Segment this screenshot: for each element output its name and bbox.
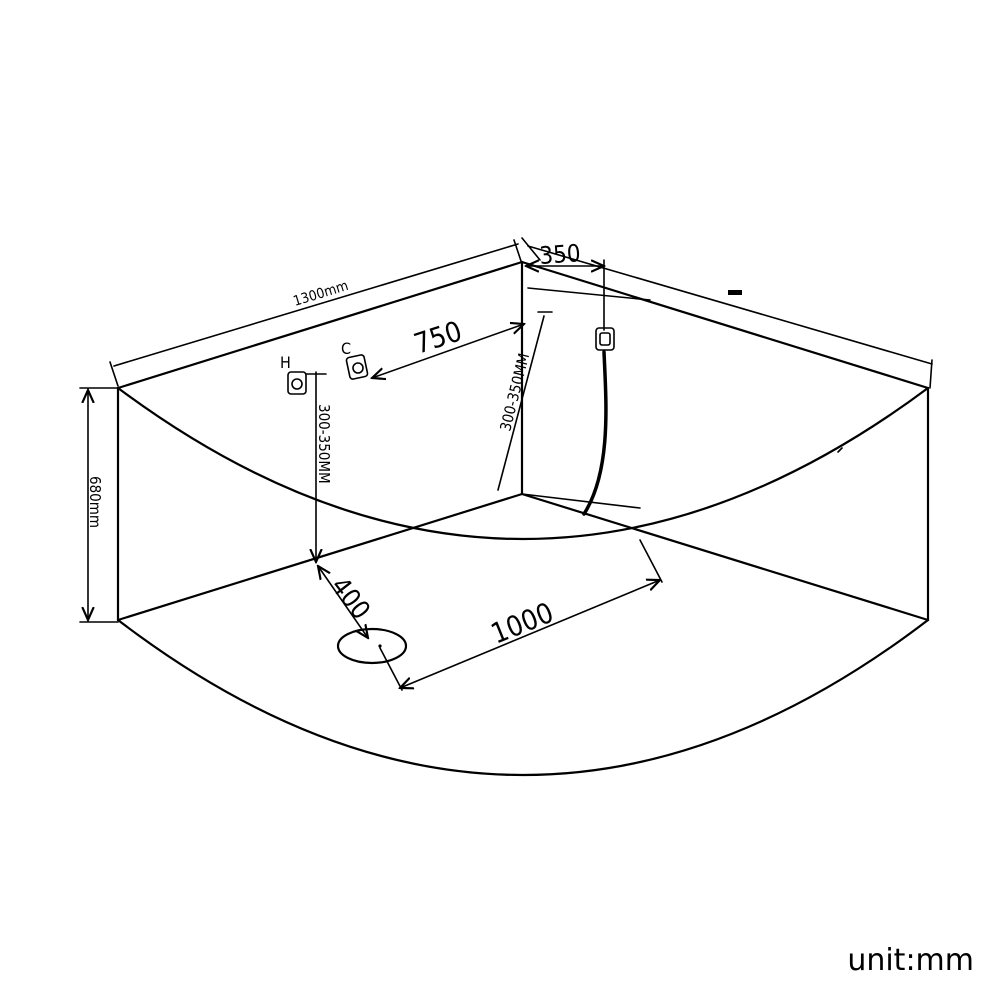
shower-handset	[582, 327, 615, 516]
drain-offset-label: 400	[324, 572, 375, 626]
hot-tap-label: H	[280, 353, 291, 372]
cold-tap: C	[341, 339, 369, 380]
width-left-label: 1300mm	[291, 278, 350, 310]
width-right-label: 350	[538, 239, 581, 270]
overflow-mark	[728, 290, 742, 295]
drain	[336, 627, 408, 665]
width-right-dimension: 350	[521, 237, 604, 331]
tap-height-right-dimension: 300-350MM	[496, 311, 553, 491]
cold-tap-label: C	[341, 339, 351, 358]
hot-tap: H	[280, 353, 307, 395]
tap-height-left-dimension: 300-350MM	[305, 371, 333, 562]
width-left-dimension: 1300mm	[109, 239, 523, 387]
tap-spacing-dimension: 750	[372, 314, 524, 378]
drain-span-dimension: 1000	[379, 539, 663, 691]
floor-guide	[521, 493, 641, 509]
height-label: 680mm	[86, 476, 104, 528]
drain-offset-dimension: 400	[318, 566, 376, 638]
unit-label: unit:mm	[847, 943, 974, 978]
drain-span-label: 1000	[486, 596, 558, 651]
width-right-edge-dimension	[527, 245, 933, 389]
tap-spacing-label: 750	[410, 314, 466, 360]
tub-outline	[116, 260, 930, 776]
tap-height-right-label: 300-350MM	[496, 351, 533, 433]
tap-height-left-label: 300-350MM	[315, 404, 333, 484]
height-dimension: 680mm	[79, 387, 119, 623]
